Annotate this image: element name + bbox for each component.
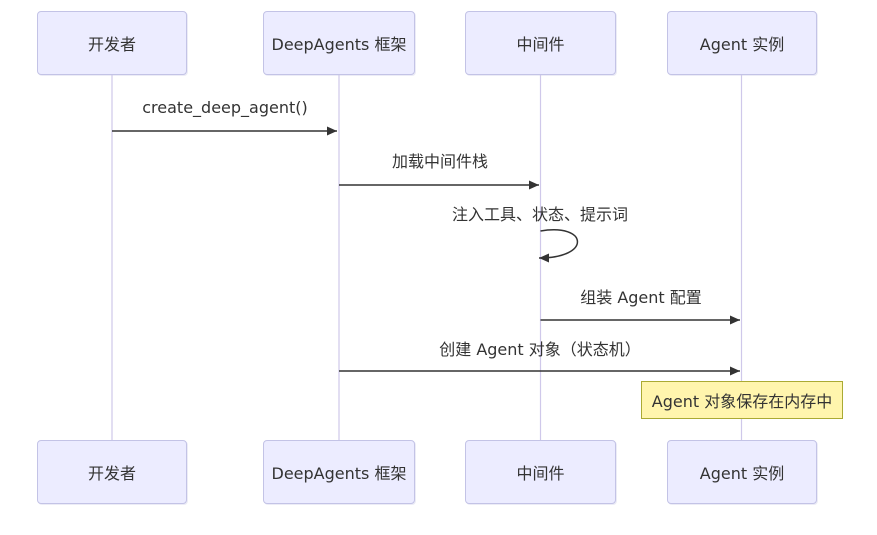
actor-label: 开发者 xyxy=(87,35,136,54)
message-label-create-deep-agent: create_deep_agent() xyxy=(142,98,308,117)
message-label-create-agent-object: 创建 Agent 对象（状态机） xyxy=(439,340,641,359)
actor-label: 中间件 xyxy=(516,464,565,483)
actor-label: 中间件 xyxy=(516,35,565,54)
actor-bottom-agent: Agent 实例 xyxy=(667,440,817,504)
note-agent-object-in-memory: Agent 对象保存在内存中 xyxy=(641,381,843,419)
message-label-inject-tools-state-prompt: 注入工具、状态、提示词 xyxy=(451,205,629,224)
actor-label: DeepAgents 框架 xyxy=(271,35,407,54)
actor-label: Agent 实例 xyxy=(699,35,785,54)
actor-top-framework: DeepAgents 框架 xyxy=(263,11,415,75)
actor-label: 开发者 xyxy=(87,464,136,483)
arrow-self-inject xyxy=(538,229,579,263)
actor-top-agent: Agent 实例 xyxy=(667,11,817,75)
actor-label: DeepAgents 框架 xyxy=(271,464,407,483)
actor-bottom-middleware: 中间件 xyxy=(465,440,616,504)
actor-top-developer: 开发者 xyxy=(37,11,187,75)
actor-bottom-developer: 开发者 xyxy=(37,440,187,504)
actor-bottom-framework: DeepAgents 框架 xyxy=(263,440,415,504)
message-label-load-middleware-stack: 加载中间件栈 xyxy=(391,152,489,171)
actor-label: Agent 实例 xyxy=(699,464,785,483)
actor-top-middleware: 中间件 xyxy=(465,11,616,75)
note-label: Agent 对象保存在内存中 xyxy=(651,392,833,411)
message-label-assemble-agent-config: 组装 Agent 配置 xyxy=(580,288,702,307)
